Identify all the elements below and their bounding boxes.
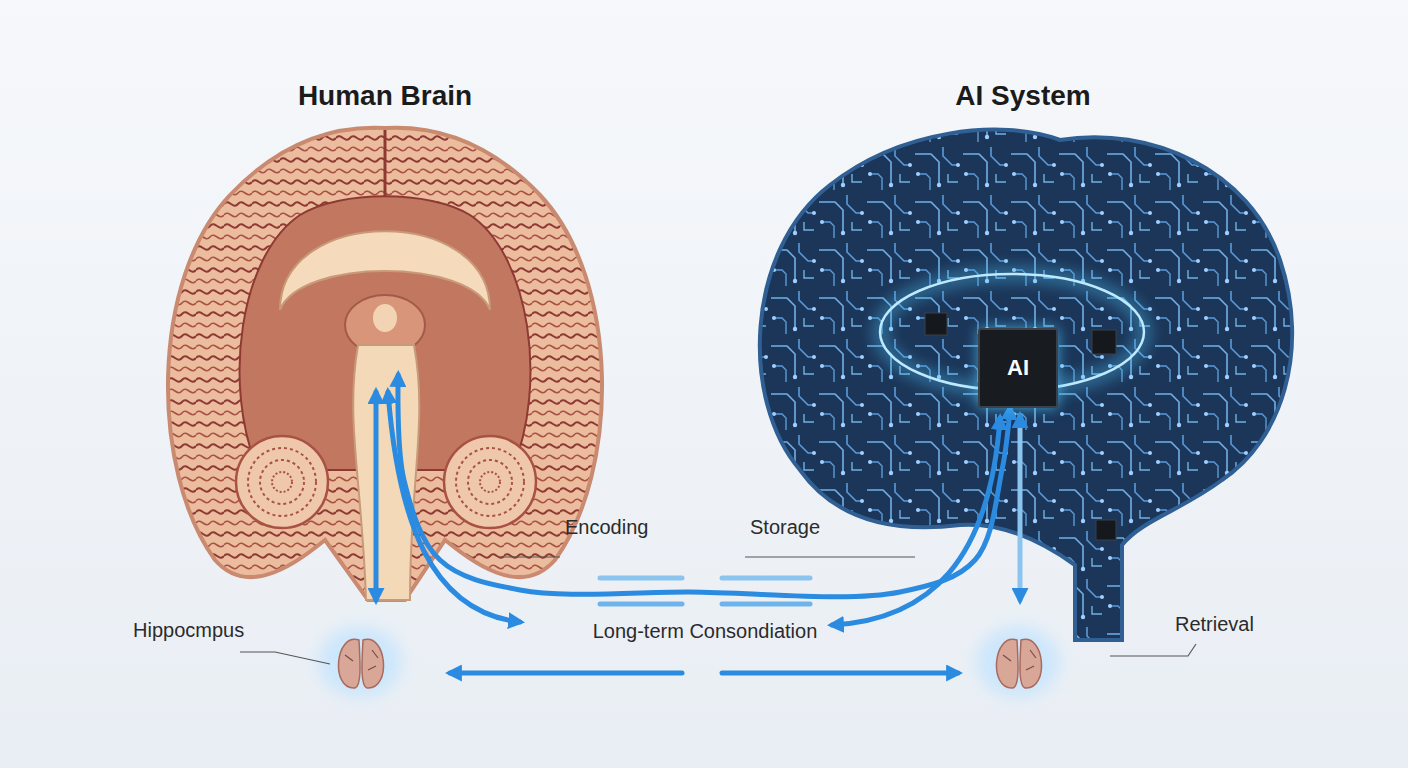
flow-connector	[398, 375, 1010, 597]
brainstem	[353, 345, 419, 600]
curved-arrow	[388, 392, 520, 622]
horizontal-arrow	[722, 671, 958, 676]
section-heading: Human Brain	[298, 80, 472, 112]
ai-chip: AI	[978, 328, 1058, 408]
leader-line	[240, 652, 330, 664]
vertical-arrow	[1018, 416, 1023, 600]
vertical-arrow	[374, 392, 379, 600]
ai-brain-drawing	[730, 110, 1310, 650]
thalamus-core	[373, 304, 397, 332]
leader-line	[500, 556, 560, 557]
brain-illustration: Human Brain	[165, 80, 605, 375]
small-chip	[1096, 520, 1116, 540]
process-label: Storage	[750, 516, 820, 539]
flow-line	[722, 576, 810, 581]
small-chip	[925, 313, 947, 335]
process-label: Retrieval	[1175, 613, 1254, 636]
chip-label: AI	[1007, 355, 1029, 381]
human-brain-drawing	[168, 128, 602, 600]
circuit-fill	[730, 110, 1310, 650]
flow-line	[600, 602, 682, 607]
part-label: Hippocmpus	[133, 619, 244, 642]
ai-system-illustration: AI SystemAI	[820, 80, 1226, 640]
fissure	[384, 130, 387, 200]
small-chip	[1092, 330, 1116, 354]
ai-brain-outline	[760, 130, 1292, 640]
horizontal-arrow	[450, 671, 682, 676]
leader-line	[1110, 644, 1196, 656]
process-label: Encoding	[565, 516, 648, 539]
curved-arrow	[832, 418, 1000, 625]
flow-line	[600, 576, 682, 581]
cortex	[168, 128, 602, 600]
flow-line	[722, 602, 810, 607]
flow-arrows	[376, 392, 1020, 673]
process-label: Long-term Consondiation	[560, 620, 850, 643]
section-heading: AI System	[955, 80, 1090, 112]
leader-lines	[240, 557, 1196, 664]
leader-line	[745, 556, 915, 557]
